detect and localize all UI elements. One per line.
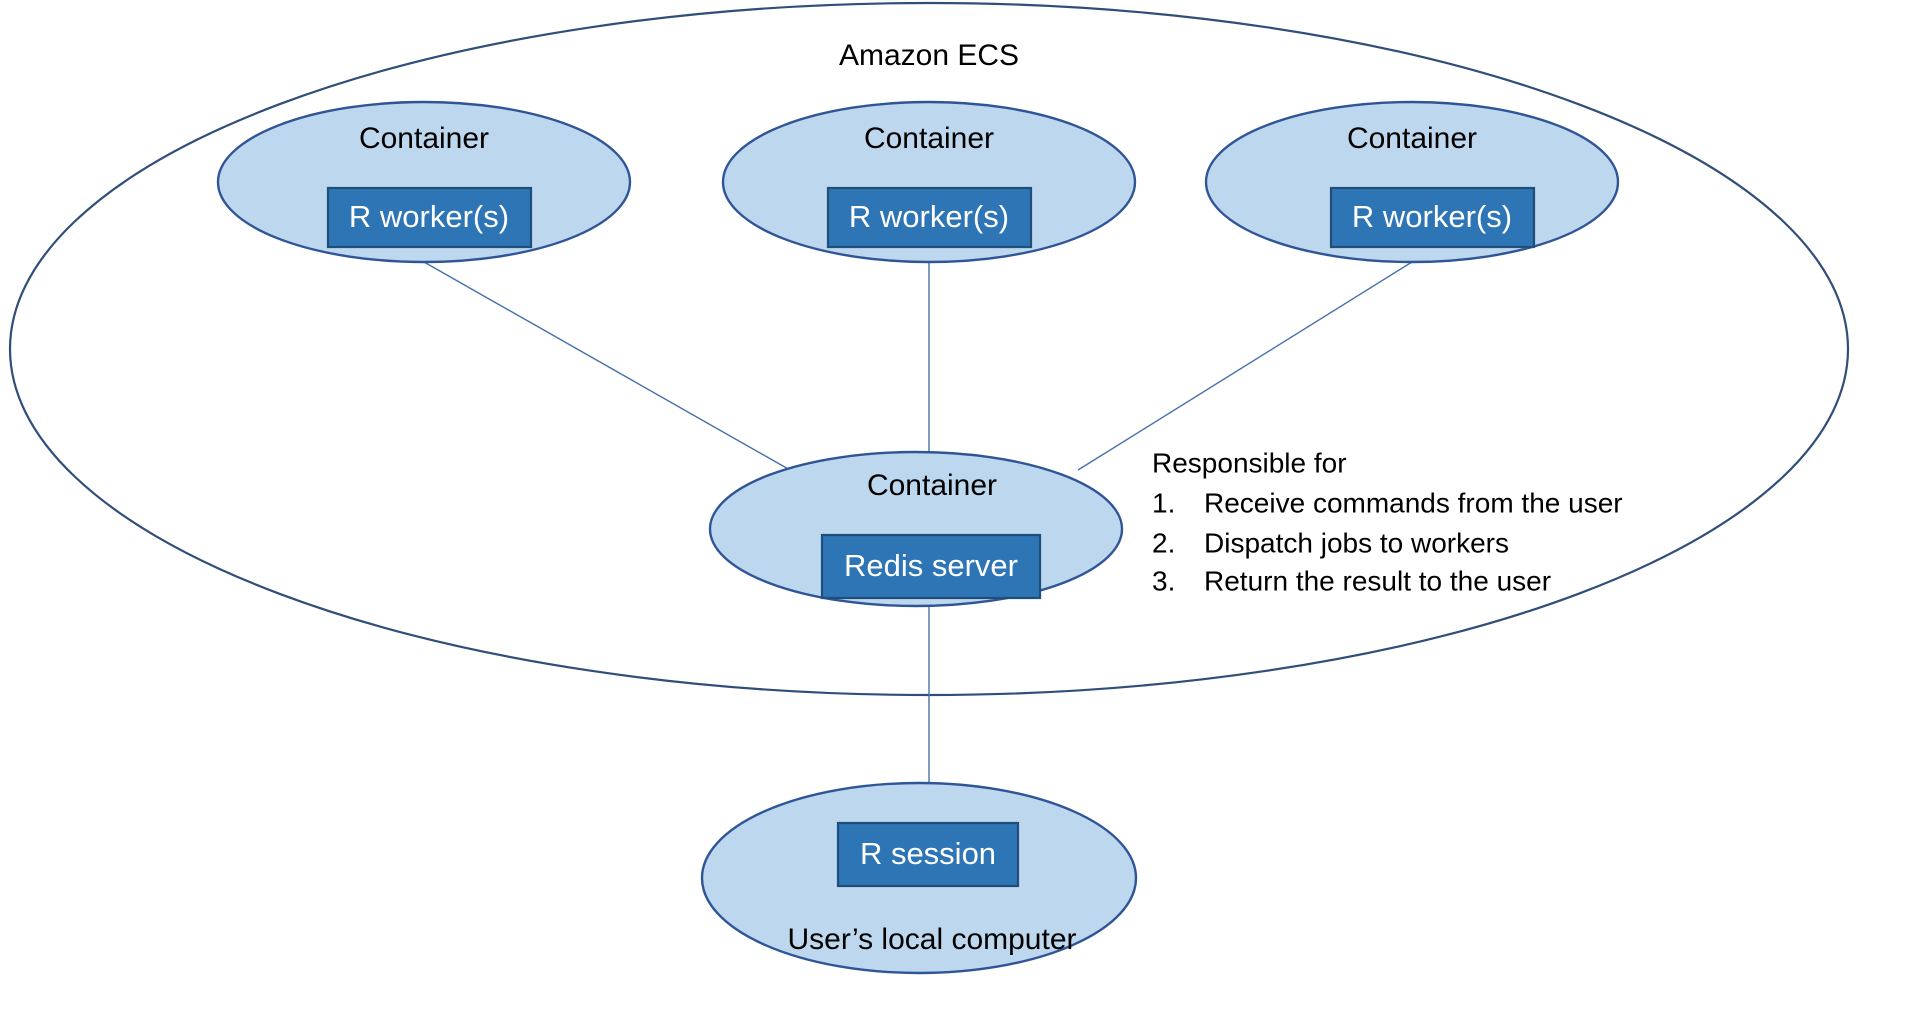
worker-2-label: Container: [864, 122, 994, 155]
responsibility-number-1: 1.: [1152, 487, 1175, 518]
responsibility-text-2: Dispatch jobs to workers: [1204, 527, 1509, 558]
responsibilities-callout: Responsible for 1. Receive commands from…: [1152, 447, 1623, 596]
responsibility-number-2: 2.: [1152, 527, 1175, 558]
worker-container-2[interactable]: Container R worker(s): [721, 100, 1137, 264]
connector-worker-1-to-broker: [423, 261, 791, 471]
responsibility-text-3: Return the result to the user: [1204, 565, 1551, 596]
worker-2-box-label: R worker(s): [849, 199, 1009, 234]
client-box-label: R session: [860, 836, 996, 871]
responsibility-text-1: Receive commands from the user: [1204, 487, 1623, 518]
broker-container[interactable]: Container Redis server: [708, 450, 1124, 608]
boundary-title: Amazon ECS: [839, 39, 1019, 72]
responsibility-number-3: 3.: [1152, 565, 1175, 596]
worker-1-box[interactable]: [326, 186, 533, 249]
worker-2-box[interactable]: [826, 186, 1033, 249]
worker-1-label: Container: [359, 122, 489, 155]
responsibilities-heading: Responsible for: [1152, 447, 1347, 478]
client-caption: User’s local computer: [788, 923, 1077, 956]
broker-box-label: Redis server: [844, 548, 1018, 583]
broker-box[interactable]: [820, 533, 1042, 600]
worker-3-box-label: R worker(s): [1352, 199, 1512, 234]
worker-container-3[interactable]: Container R worker(s): [1204, 100, 1620, 264]
worker-3-label: Container: [1347, 122, 1477, 155]
worker-container-1[interactable]: Container R worker(s): [216, 100, 632, 264]
connector-worker-3-to-broker: [1077, 261, 1413, 471]
worker-1-box-label: R worker(s): [349, 199, 509, 234]
client-computer[interactable]: R session User’s local computer: [700, 781, 1138, 975]
broker-label: Container: [867, 469, 997, 502]
client-box[interactable]: [836, 821, 1020, 888]
worker-3-box[interactable]: [1329, 186, 1536, 249]
